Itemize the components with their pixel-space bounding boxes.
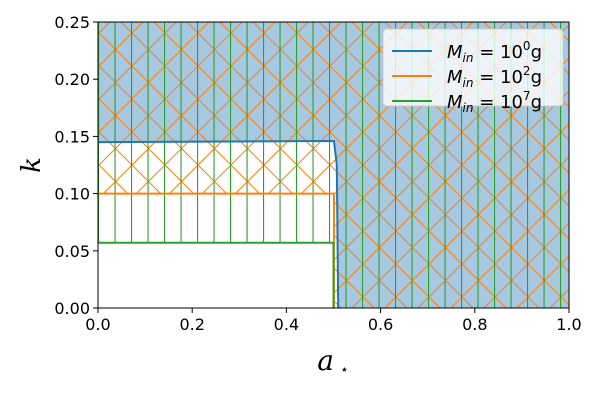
x-axis-label: a⋆	[317, 344, 348, 378]
x-tick-label: 0.6	[368, 315, 393, 334]
y-tick-label: 0.10	[54, 185, 90, 204]
x-tick-label: 0.0	[85, 315, 110, 334]
legend-label-1: Min = 102g	[447, 64, 542, 90]
legend-label-0: Min = 100g	[447, 39, 542, 65]
series-line-2	[98, 241, 335, 308]
y-axis-label: k	[17, 157, 47, 173]
legend-label-2: Min = 107g	[447, 89, 542, 115]
x-tick-label: 0.8	[462, 315, 487, 334]
y-tick-label: 0.20	[54, 70, 90, 89]
y-tick-label: 0.15	[54, 127, 90, 146]
plot-frame	[97, 21, 570, 309]
legend-box	[382, 28, 564, 107]
x-tick-label: 0.2	[179, 315, 204, 334]
y-tick-label: 0.25	[54, 13, 90, 32]
series-line-0	[98, 139, 340, 308]
y-tick-label: 0.05	[54, 242, 90, 261]
x-tick-label: 0.4	[274, 315, 299, 334]
x-tick-label: 1.0	[556, 315, 581, 334]
y-tick-label: 0.00	[54, 299, 90, 318]
